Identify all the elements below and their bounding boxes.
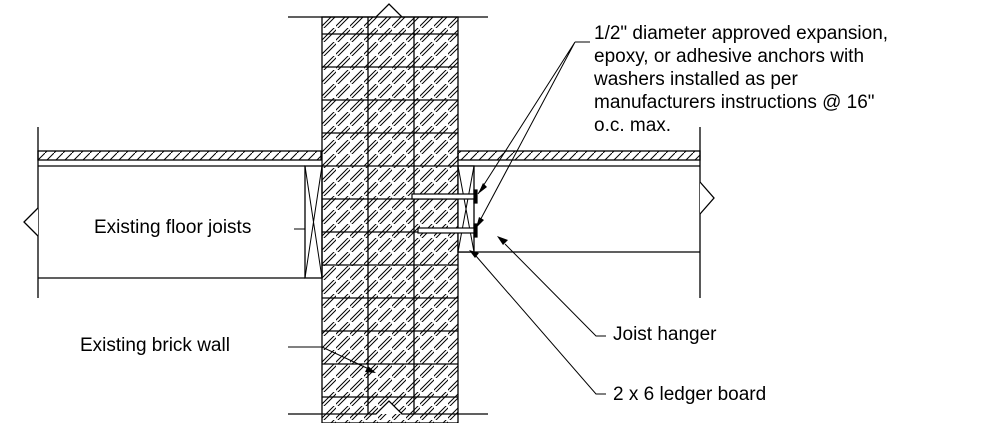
arrowhead-hanger (497, 236, 508, 245)
arrowhead-wall (365, 366, 376, 373)
ledger-leader (475, 255, 606, 395)
ledger-board (457, 165, 475, 253)
anchors (411, 189, 478, 238)
arrowhead-ledger (469, 250, 479, 258)
joist-hanger-label: Joist hanger (613, 324, 717, 345)
anchor-leader (475, 41, 590, 229)
brick-courses (322, 17, 458, 414)
right-subfloor (457, 150, 701, 161)
left-floor-assembly (23, 127, 323, 298)
arrowhead-anchor-lower (476, 217, 484, 228)
ledger-board-label: 2 x 6 ledger board (613, 384, 767, 405)
washer-upper (473, 189, 478, 204)
leader-lines (288, 41, 606, 395)
hanger-leader (504, 243, 606, 337)
washer-lower (473, 223, 478, 238)
floor-joists-label: Existing floor joists (94, 217, 252, 238)
brick-wall (288, 3, 488, 423)
arrowheads (365, 183, 508, 373)
left-subfloor (37, 150, 322, 161)
wall-bottom-break (288, 400, 488, 415)
brick-wall-label: Existing brick wall (80, 335, 230, 356)
arrowhead-anchor-upper (478, 183, 487, 194)
anchor-upper (411, 193, 477, 200)
left-break-symbol (23, 207, 39, 237)
anchor-lower (417, 227, 477, 234)
anchor-spec-label: 1/2" diameter approved expansion, epoxy,… (594, 23, 889, 136)
wall-leader (288, 346, 372, 371)
wall-top-break (288, 3, 488, 18)
right-floor-assembly (457, 127, 715, 298)
right-break-symbol (699, 181, 715, 215)
